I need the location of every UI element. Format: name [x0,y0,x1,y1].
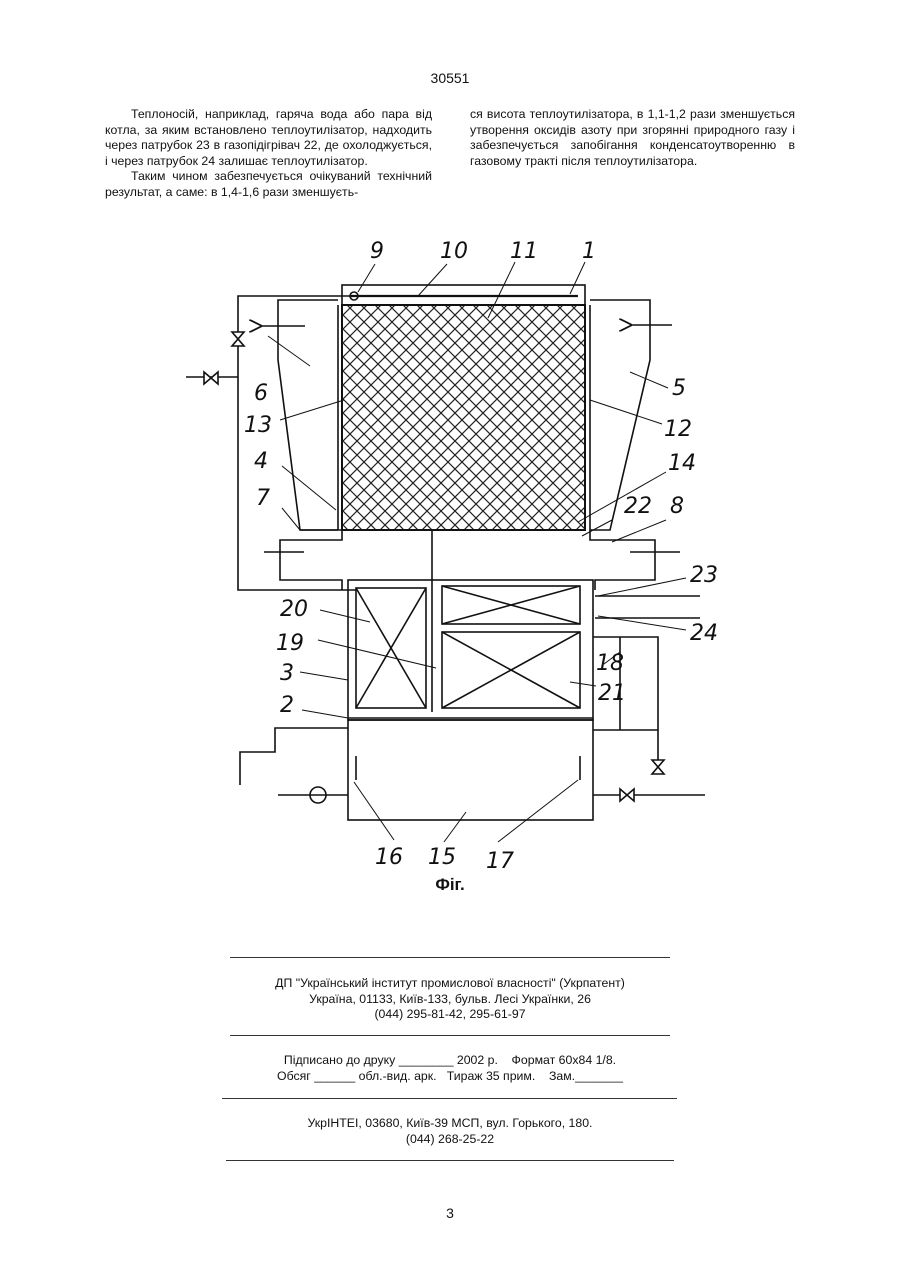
printer-line: (044) 268-25-22 [0,1132,900,1148]
print-info-block: Підписано до друку ________ 2002 р. Форм… [0,1053,900,1084]
publisher-line: (044) 295-81-42, 295-61-97 [0,1007,900,1023]
diagram-lines [186,262,705,842]
figure-label: 5 [672,376,686,401]
figure-label: 14 [668,451,696,476]
figure-label: 6 [254,381,268,406]
figure-label: 3 [280,661,294,686]
figure-label: 15 [428,845,456,870]
figure-label: 9 [370,239,384,264]
figure-label: 24 [690,621,718,646]
printer-line: УкрІНТЕІ, 03680, Київ-39 МСП, вул. Горьк… [0,1116,900,1132]
figure-label: 11 [510,239,538,264]
figure-label: 16 [375,845,403,870]
divider [222,1098,677,1099]
body-text-left-column: Теплоносій, наприклад, гаряча вода або п… [105,107,432,201]
figure-label: 10 [440,239,468,264]
divider [226,1160,674,1161]
figure-label: 22 [624,494,652,519]
publisher-line: Україна, 01133, Київ-133, бульв. Лесі Ук… [0,992,900,1008]
figure-label: 21 [598,681,626,706]
divider [230,957,670,958]
figure-label: 2 [280,693,294,718]
body-text-right-column: ся висота теплоутилізатора, в 1,1-1,2 ра… [470,107,795,169]
heat-exchanger-diagram: 9 10 11 1 6 5 13 12 4 14 7 22 8 23 24 20… [0,225,900,875]
publisher-block: ДП "Український інститут промислової вла… [0,976,900,1023]
divider [230,1035,670,1036]
figure-caption: Фіг. [0,875,900,895]
paragraph: Таким чином забезпечується очікуваний те… [105,169,432,200]
figure-label: 20 [280,597,308,622]
figure-label: 8 [670,494,684,519]
figure-label: 13 [244,413,272,438]
print-info-line: Обсяг ______ обл.-вид. арк. Тираж 35 при… [0,1069,900,1085]
print-info-line: Підписано до друку ________ 2002 р. Форм… [0,1053,900,1069]
figure-label: 7 [256,486,270,511]
publisher-line: ДП "Український інститут промислової вла… [0,976,900,992]
document-number: 30551 [0,70,900,86]
figure-label: 18 [596,651,624,676]
figure-label: 23 [690,563,718,588]
page-number: 3 [0,1205,900,1221]
paragraph: ся висота теплоутилізатора, в 1,1-1,2 ра… [470,107,795,169]
figure-label: 12 [664,417,692,442]
figure-label: 4 [254,449,268,474]
figure-label: 1 [582,239,596,264]
figure-label: 19 [276,631,304,656]
printer-block: УкрІНТЕІ, 03680, Київ-39 МСП, вул. Горьк… [0,1116,900,1147]
figure-label: 17 [486,849,514,874]
paragraph: Теплоносій, наприклад, гаряча вода або п… [105,107,432,169]
